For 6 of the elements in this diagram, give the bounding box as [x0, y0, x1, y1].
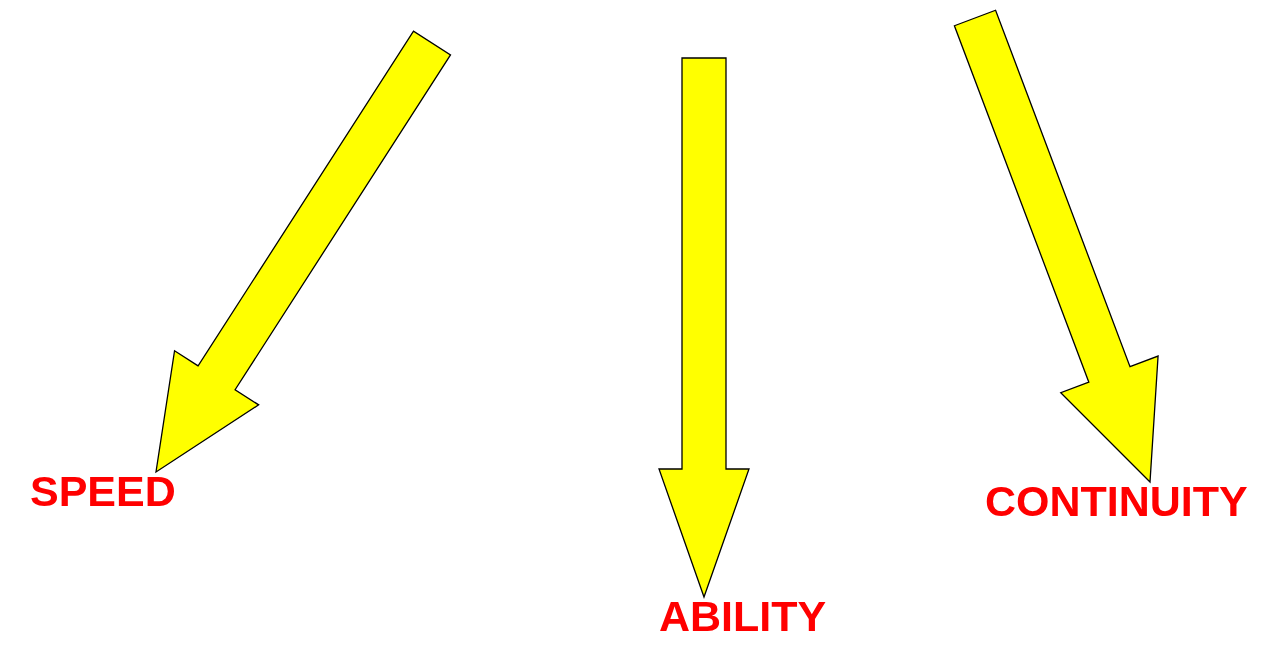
block-arrow: [155, 30, 452, 474]
label-text: ABILITY: [659, 595, 827, 638]
block-arrow: [658, 57, 750, 599]
block-arrow: [953, 9, 1159, 484]
label-text: SPEED: [30, 470, 176, 513]
label-text: CONTINUITY: [985, 480, 1248, 523]
